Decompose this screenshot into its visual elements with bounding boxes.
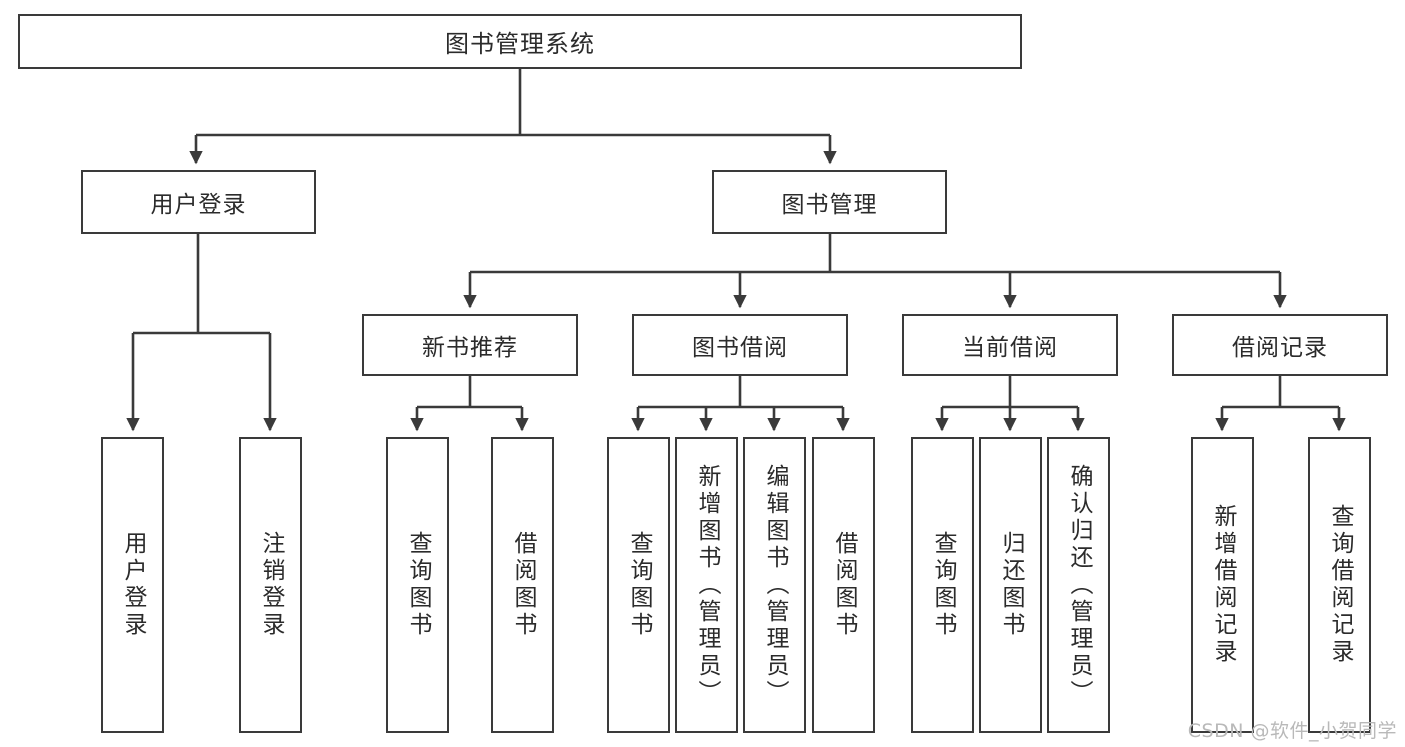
node-new-book-recommend-label: 新书推荐 xyxy=(422,335,518,361)
node-leaf-borrow-book-2-label: 借阅图书 xyxy=(831,531,857,639)
node-leaf-return-book[interactable]: 归还图书 xyxy=(979,437,1042,733)
node-leaf-add-record-label: 新增借阅记录 xyxy=(1210,504,1236,666)
node-current-borrow-label: 当前借阅 xyxy=(962,335,1058,361)
node-leaf-borrow-book-1-label: 借阅图书 xyxy=(510,531,536,639)
node-root[interactable]: 图书管理系统 xyxy=(18,14,1022,69)
node-leaf-add-record[interactable]: 新增借阅记录 xyxy=(1191,437,1254,733)
node-leaf-logout[interactable]: 注销登录 xyxy=(239,437,302,733)
node-leaf-edit-book[interactable]: 编辑图书（管理员） xyxy=(743,437,806,733)
node-leaf-query-book-3[interactable]: 查询图书 xyxy=(911,437,974,733)
node-borrow-record[interactable]: 借阅记录 xyxy=(1172,314,1388,376)
node-leaf-user-login[interactable]: 用户登录 xyxy=(101,437,164,733)
node-borrow-record-label: 借阅记录 xyxy=(1232,335,1328,361)
node-user-login-label: 用户登录 xyxy=(150,192,247,218)
node-leaf-edit-book-label: 编辑图书（管理员） xyxy=(762,463,788,707)
node-leaf-query-book-1[interactable]: 查询图书 xyxy=(386,437,449,733)
node-leaf-query-book-2[interactable]: 查询图书 xyxy=(607,437,670,733)
node-leaf-add-book[interactable]: 新增图书（管理员） xyxy=(675,437,738,733)
node-leaf-query-book-3-label: 查询图书 xyxy=(930,531,956,639)
node-leaf-return-book-label: 归还图书 xyxy=(998,531,1024,639)
node-leaf-logout-label: 注销登录 xyxy=(258,531,284,639)
node-new-book-recommend[interactable]: 新书推荐 xyxy=(362,314,578,376)
node-book-management[interactable]: 图书管理 xyxy=(712,170,947,234)
node-leaf-query-book-2-label: 查询图书 xyxy=(626,531,652,639)
node-leaf-query-record[interactable]: 查询借阅记录 xyxy=(1308,437,1371,733)
node-root-label: 图书管理系统 xyxy=(445,30,595,58)
node-user-login[interactable]: 用户登录 xyxy=(81,170,316,234)
node-leaf-user-login-label: 用户登录 xyxy=(120,531,146,639)
node-leaf-query-book-1-label: 查询图书 xyxy=(405,531,431,639)
node-book-borrow-label: 图书借阅 xyxy=(692,335,788,361)
node-leaf-query-record-label: 查询借阅记录 xyxy=(1327,504,1353,666)
node-current-borrow[interactable]: 当前借阅 xyxy=(902,314,1118,376)
node-leaf-add-book-label: 新增图书（管理员） xyxy=(694,463,720,707)
node-leaf-borrow-book-2[interactable]: 借阅图书 xyxy=(812,437,875,733)
node-book-management-label: 图书管理 xyxy=(781,192,878,218)
node-leaf-confirm-return[interactable]: 确认归还（管理员） xyxy=(1047,437,1110,733)
node-leaf-borrow-book-1[interactable]: 借阅图书 xyxy=(491,437,554,733)
node-leaf-confirm-return-label: 确认归还（管理员） xyxy=(1066,463,1092,707)
node-book-borrow[interactable]: 图书借阅 xyxy=(632,314,848,376)
